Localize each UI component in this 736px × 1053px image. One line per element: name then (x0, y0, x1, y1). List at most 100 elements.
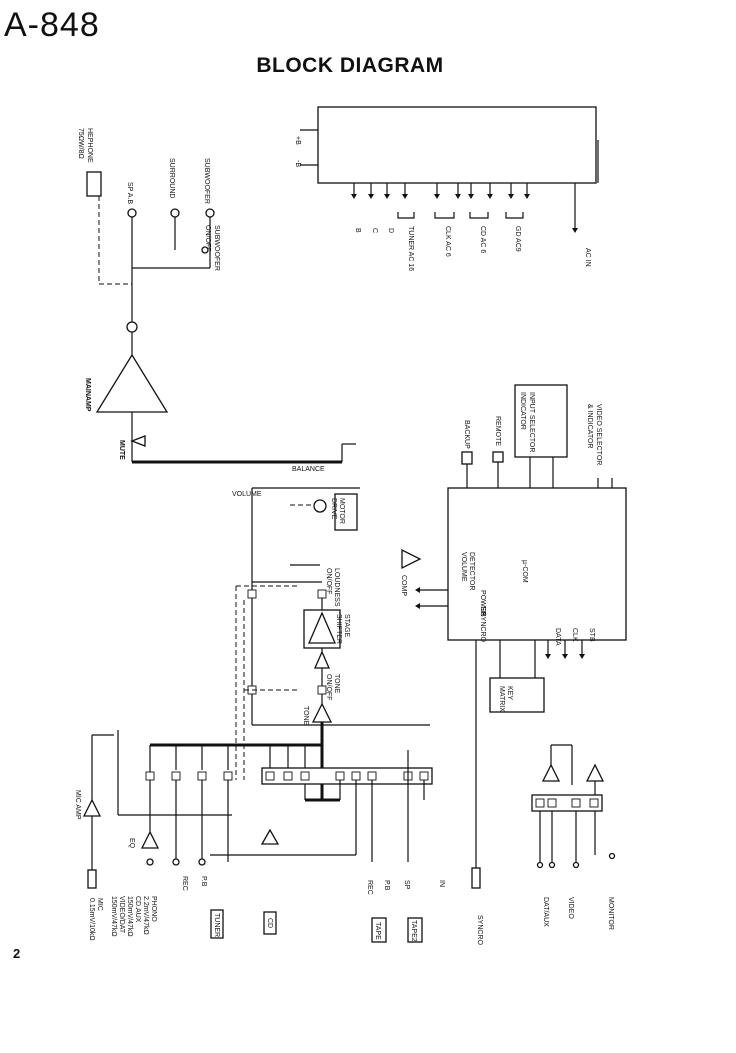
headphone-line2: 75ΩW/8Ω (77, 128, 84, 159)
video-selector-line1: VIDEO SELECTOR (595, 404, 602, 465)
mcu-out-stb: STB (588, 628, 595, 642)
input-sw-12 (419, 771, 429, 781)
mcu-out-data: DATA (554, 628, 561, 646)
tape-spec-line: 150mV/47kΩ (110, 896, 117, 937)
syncro-jack (471, 867, 481, 889)
tone-switch-label: TONEON/OFF (325, 674, 340, 700)
top-ic-group-tuner: TUNER AC 16 (407, 226, 414, 271)
tape1-box (371, 917, 387, 943)
subwoofer-switch-label: SUBWOOFERON/OFF (204, 225, 220, 271)
cd-aux-line1: CD.AUX (134, 896, 141, 923)
input-selector-line1: INPUT SELECTOR (528, 392, 535, 452)
input-sw-4 (223, 771, 233, 781)
tape-pb-label: P.B (383, 880, 390, 891)
mcu-syncro-pin: SYNCRO (479, 612, 486, 643)
surround-terminal (170, 208, 180, 218)
input-jacks: MIC AMP EQ MIC0.15mV/10kΩ PHONO2.2mV/47k… (74, 640, 483, 946)
phono-jack (146, 858, 154, 866)
input-sw-8 (335, 771, 345, 781)
speaker-outputs: HEPHONE75ΩW/8Ω SP A.B SURROUND SUBWOOFER… (77, 128, 220, 355)
input-sw-6 (283, 771, 293, 781)
comp-label: COMP (400, 575, 407, 596)
monitor-label: MONITOR (607, 897, 614, 930)
video-label: VIDEO (567, 897, 574, 919)
input-sw-2 (171, 771, 181, 781)
mcu-pins-line2: VOLUME (460, 552, 467, 582)
stage-shifter-line1: STAGE (343, 614, 350, 638)
cd-aux-line2: 150mV/47kΩ (126, 896, 133, 937)
sp-ab-terminal (127, 208, 137, 218)
cd-aux-jack (172, 858, 180, 866)
phono-label: PHONO2.2mV/47kΩCD.AUX150mV/47kΩVIDEO/DAT… (110, 896, 157, 937)
model-number: A-848 (4, 6, 100, 44)
mic-jack (87, 869, 97, 889)
mic-input-label: MIC0.15mV/10kΩ (88, 898, 103, 941)
backup-label: BACKUP (463, 420, 470, 449)
tone-sw-line2: ON/OFF (325, 674, 332, 700)
subwoofer-terminal (205, 208, 215, 218)
backup-capacitor (461, 451, 473, 465)
video-sw-2 (547, 798, 557, 808)
switch-sw4 (317, 685, 327, 695)
remote-sensor (492, 451, 504, 463)
rec-jack (198, 858, 206, 866)
balance-label: BALANCE (292, 466, 325, 473)
subwoofer-sw-line2: ON/OFF (204, 225, 211, 251)
cd-box (263, 911, 277, 935)
tuner-box (210, 909, 224, 939)
loudness-line2: ON/OFF (325, 568, 332, 594)
page-number: 2 (13, 946, 21, 961)
subwoofer-sw-line1: SUBWOOFER (213, 225, 220, 271)
video-pb-jack (548, 861, 556, 869)
tape1-label: TAPE (374, 922, 381, 940)
cd-label: CD (266, 918, 273, 928)
mic-amp-triangle (82, 798, 102, 817)
mcu-label: µ-COM (521, 560, 528, 583)
tape-out-label: SP (403, 880, 410, 890)
mainamp-triangle (95, 353, 169, 413)
sp-ab-label: SP A.B (126, 182, 133, 204)
buffer-amp (314, 650, 330, 669)
top-ic-out-d: D (387, 228, 394, 233)
mcu-sp-pin: SP (479, 606, 486, 616)
video-section: DAT/AUX VIDEO MONITOR (531, 744, 616, 930)
page-title: BLOCK DIAGRAM (256, 54, 444, 77)
volume-label: VOLUME (232, 491, 262, 498)
video-sw-4 (589, 798, 599, 808)
tape-rec-label: REC (366, 880, 373, 895)
headphone-jack (86, 171, 102, 197)
tone-section: STAGESHIFTER TONEON/OFF TONE (235, 581, 430, 780)
input-selector-indicator-box (514, 384, 568, 458)
comp-triangle (401, 548, 422, 570)
input-selector-bus (117, 722, 433, 862)
tone-label: TONE (302, 706, 309, 726)
dat-aux-label: DAT/AUX (542, 897, 549, 927)
top-ic-out-b: B (354, 228, 361, 233)
motor-drive-line1: MOTOR (338, 498, 345, 524)
tape-in-label: IN (438, 880, 445, 887)
tape2-box (407, 917, 423, 943)
mcu-box (447, 487, 627, 641)
top-ic-group-cd: CD AC 6 (479, 226, 486, 253)
top-ic-out-c: C (371, 228, 378, 233)
video-rec-jack (572, 861, 580, 869)
plus-b-label: +B (294, 136, 301, 145)
headphone-label: HEPHONE75ΩW/8Ω (77, 128, 93, 163)
input-selector-line2: INDICATOR (519, 392, 526, 430)
switch-sw2 (317, 589, 327, 599)
subwoofer-label: SUBWOOFER (203, 158, 210, 204)
mcu-pins-line1: DETECTOR (468, 552, 475, 590)
power-supply-ic (317, 106, 597, 184)
video-selector-line2: & INDICATOR (586, 404, 593, 448)
phono-line1: PHONO (150, 896, 157, 922)
loudness-label: LOUDNESSON/OFF (325, 568, 340, 607)
headphone-line1: HEPHONE (86, 128, 93, 163)
mcu-section: µ-COM DETECTORVOLUME POWER SP SYNCRO COM… (400, 384, 627, 713)
mcu-pins-label: DETECTORVOLUME (460, 552, 475, 590)
motor-drive-label: MOTORDRIVE (330, 498, 345, 524)
main-amp-block: MAINAMP MUTE BALANCE (84, 353, 356, 473)
stage-shifter-line2: SHIFTER (335, 614, 342, 644)
top-ic-group-clk: CLK AC 6 (444, 226, 451, 257)
video-selector-label: VIDEO SELECTOR& INDICATOR (586, 404, 602, 465)
